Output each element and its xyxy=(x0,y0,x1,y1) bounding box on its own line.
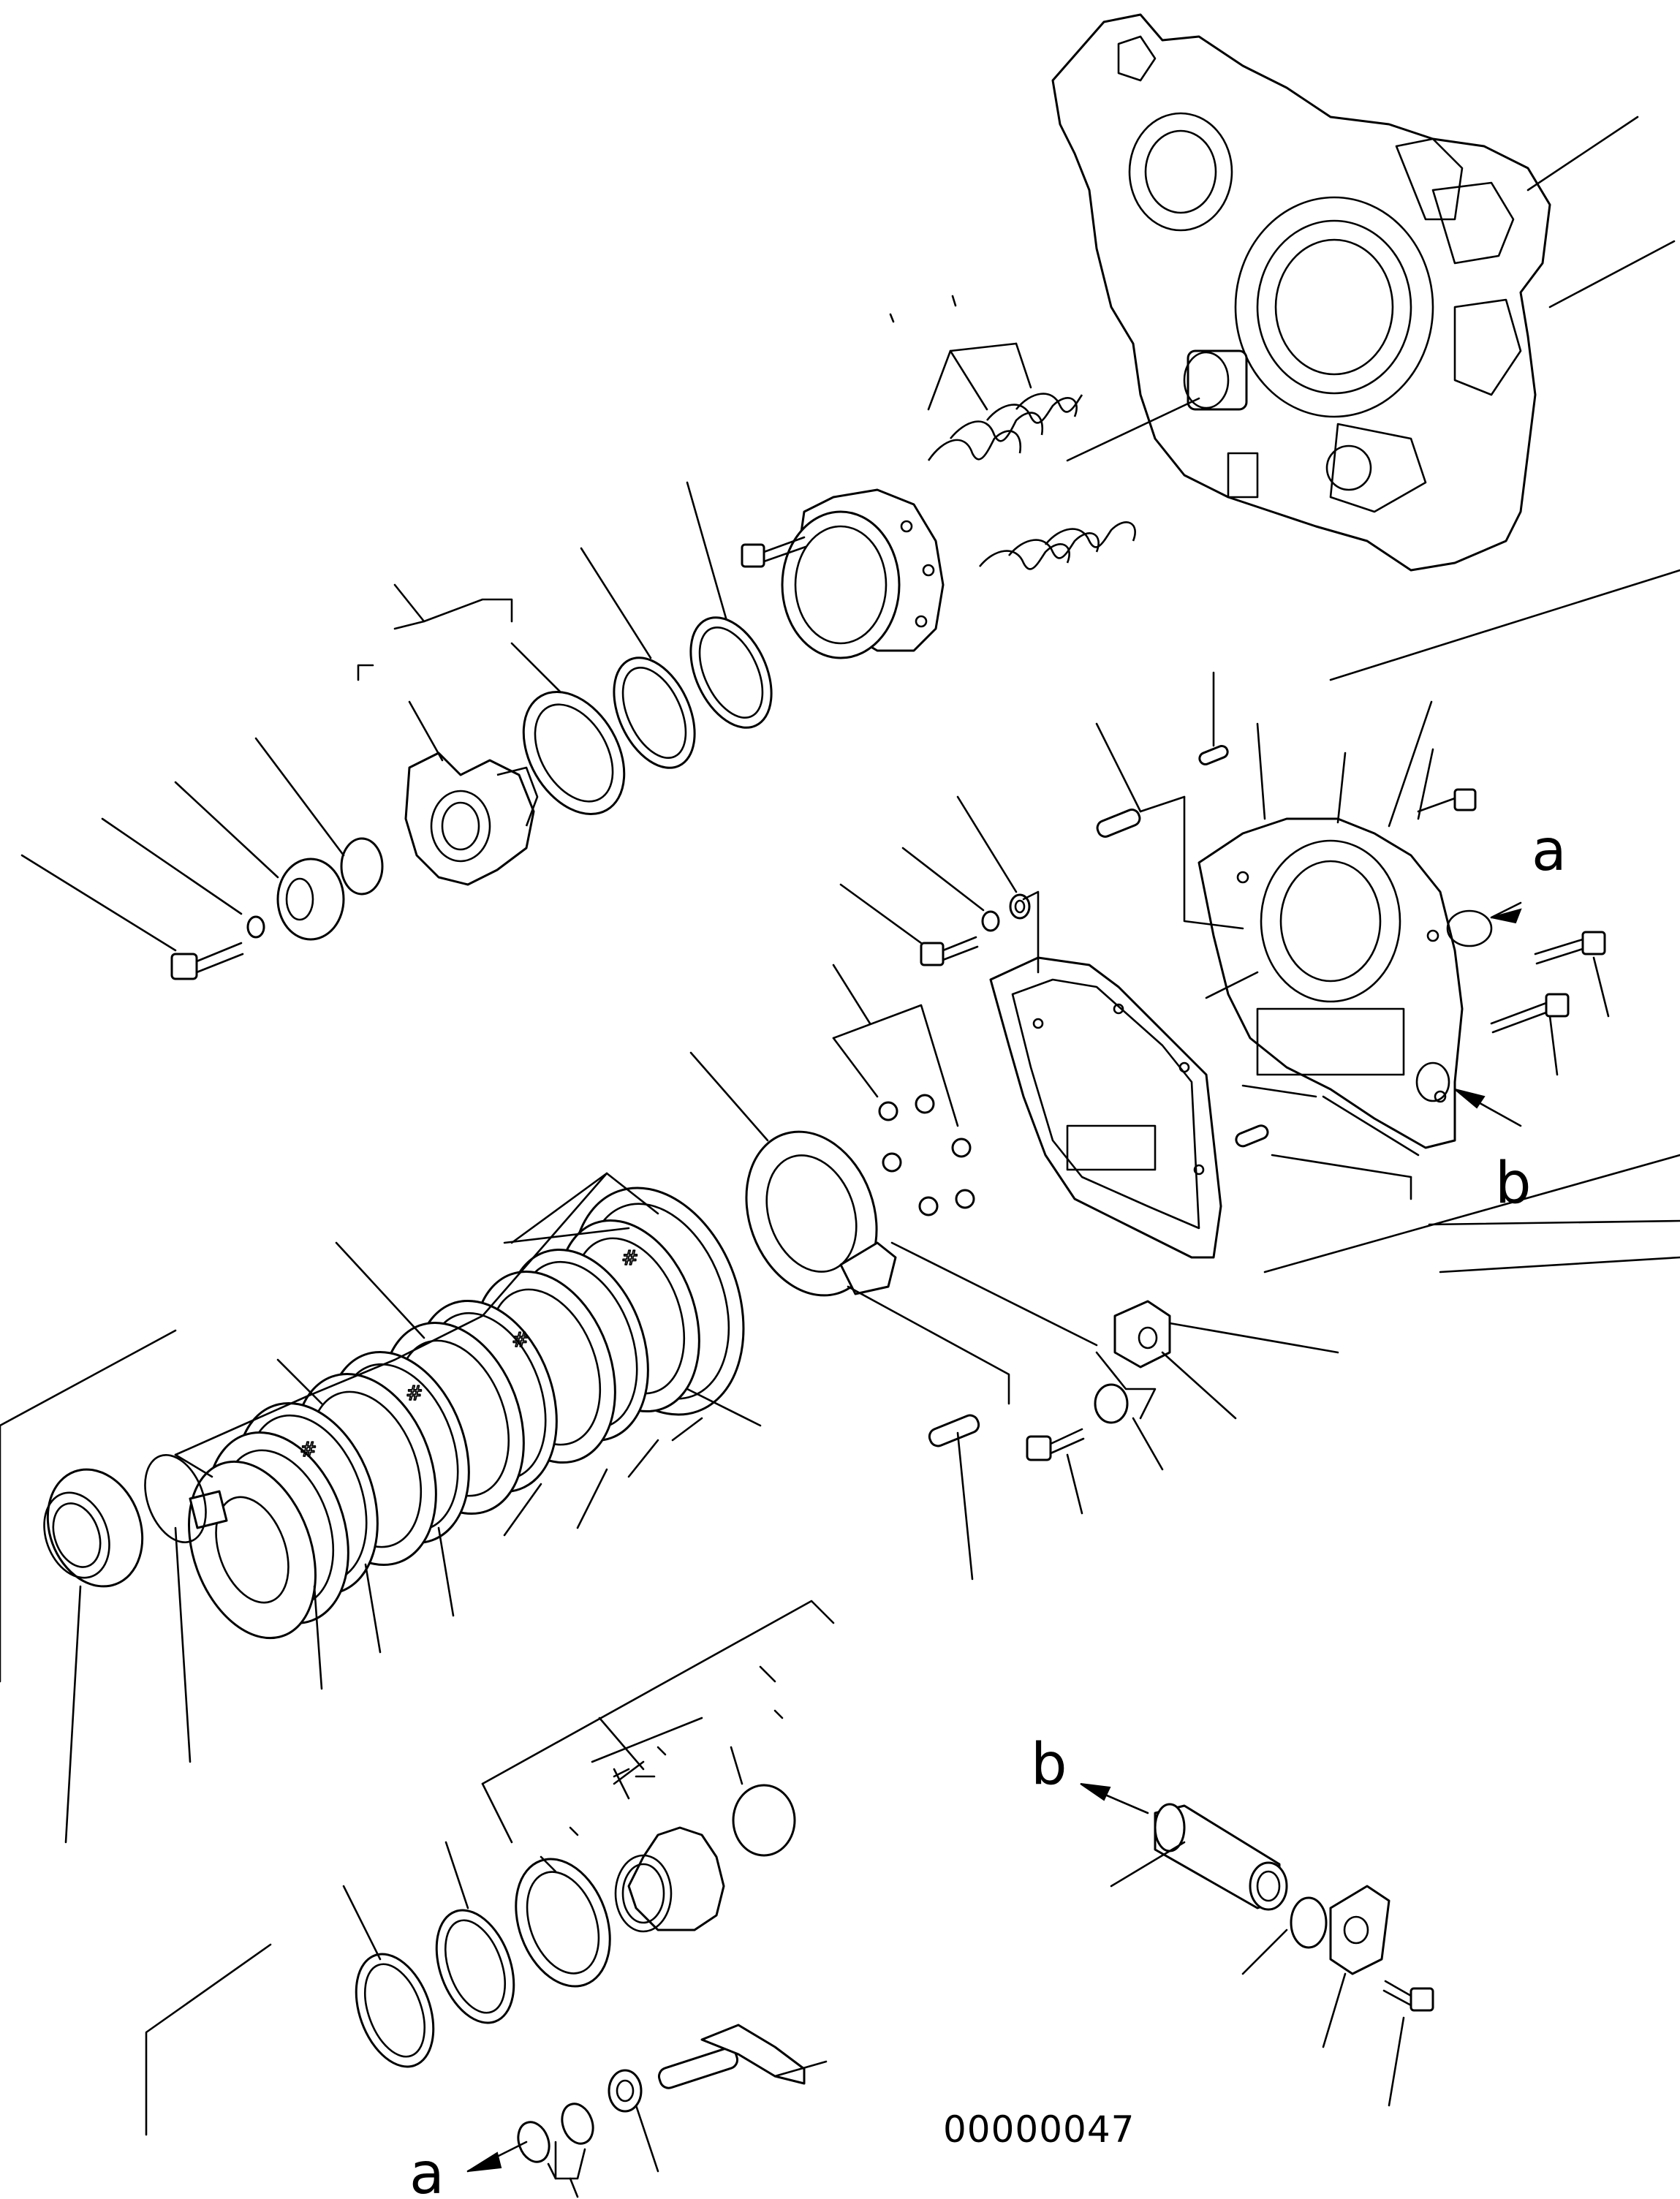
cover-bolts xyxy=(1417,788,1606,1034)
clutch-piston xyxy=(745,1130,897,1297)
coupling-lower xyxy=(614,1826,725,1933)
bushing-lower xyxy=(608,2069,643,2113)
shim-clips-upper xyxy=(927,393,1136,570)
stopper-bolt xyxy=(1026,1428,1085,1461)
drawing-number: 00000047 xyxy=(943,2108,1135,2151)
seal-ring-upper xyxy=(522,690,626,816)
view-marker-b-upper: b xyxy=(1495,1151,1532,1216)
clutch-pack xyxy=(188,1186,745,1640)
shims-lower xyxy=(435,1909,515,2024)
stopper-block xyxy=(1113,1300,1171,1369)
yoke-flange xyxy=(404,752,539,886)
yoke-bolt xyxy=(170,942,244,980)
flange-bolt xyxy=(1382,1980,1434,2012)
mark-3: # xyxy=(512,1328,529,1352)
plugs xyxy=(878,1094,975,1216)
gasket-bolt-washers xyxy=(920,893,1031,966)
transmission-housing xyxy=(1051,13,1551,572)
mark-1: # xyxy=(300,1437,317,1461)
seal-ring-lower xyxy=(515,1858,611,1988)
needle-bearings xyxy=(517,2103,594,2163)
o-ring-upper xyxy=(340,837,384,896)
washer-upper xyxy=(246,915,265,939)
bearing-retainer xyxy=(781,488,945,659)
dowel-pins xyxy=(928,745,1269,1447)
retainer-bolt xyxy=(741,536,807,568)
gasket xyxy=(989,956,1222,1259)
o-ring-lower xyxy=(1290,1896,1328,1949)
snap-ring xyxy=(144,1454,207,1543)
view-marker-a-lower: a xyxy=(409,2141,444,2199)
mark-2: # xyxy=(406,1381,423,1405)
rear-cover xyxy=(1197,817,1493,1149)
view-marker-a-upper: a xyxy=(1532,818,1567,884)
shims-upper xyxy=(613,616,773,769)
bearing-left xyxy=(43,1468,144,1588)
view-marker-b-lower: b xyxy=(1031,1732,1067,1798)
end-cap-upper xyxy=(276,858,345,941)
end-cap-lower xyxy=(732,1784,796,1857)
mark-4: # xyxy=(621,1246,638,1270)
spline-shaft xyxy=(1154,1803,1288,1911)
bearing-race-lower xyxy=(355,1953,435,2068)
stopper-washer xyxy=(1094,1383,1129,1424)
flange-cap xyxy=(1329,1885,1390,1975)
lever-shaft xyxy=(657,2024,806,2089)
